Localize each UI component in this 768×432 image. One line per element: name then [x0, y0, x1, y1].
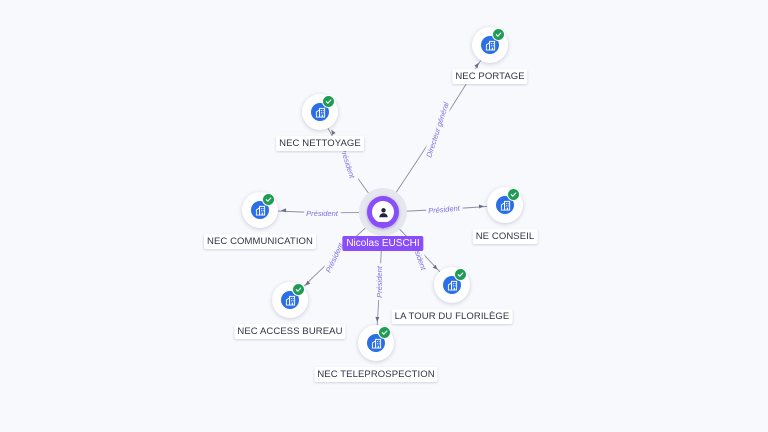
- active-status-badge: [507, 188, 520, 201]
- edge-label-background: [425, 202, 464, 217]
- company-icon-badge: [481, 36, 499, 54]
- edge-role-label: Président: [338, 146, 357, 180]
- person-icon: [378, 207, 388, 217]
- company-name-label[interactable]: NEC PORTAGE: [452, 69, 528, 84]
- check-icon: [495, 32, 502, 37]
- edge-arrow-ne-conseil: [478, 204, 485, 209]
- active-status-badge: [454, 268, 467, 281]
- edge-label-background: [304, 207, 341, 219]
- company-circle[interactable]: [472, 27, 508, 63]
- building-icon: [371, 338, 381, 349]
- check-icon: [381, 330, 388, 335]
- building-icon: [485, 40, 495, 51]
- active-status-badge: [292, 283, 305, 296]
- company-icon-badge: [311, 103, 329, 121]
- active-status-badge: [322, 95, 335, 108]
- company-name-label[interactable]: NEC NETTOYAGE: [276, 136, 364, 151]
- company-circle[interactable]: [302, 94, 338, 130]
- person-pin[interactable]: [367, 196, 399, 229]
- company-circle[interactable]: [487, 187, 523, 223]
- edge-label-background: [422, 98, 453, 161]
- edge-role-label: Directeur général: [424, 101, 450, 159]
- company-name-label[interactable]: NEC TELEPROSPECTION: [314, 367, 438, 382]
- edge-arrow-nec-teleprospection: [375, 316, 380, 323]
- company-icon-badge: [496, 196, 514, 214]
- active-status-badge: [378, 326, 391, 339]
- company-name-label[interactable]: LA TOUR DU FLORILÈGE: [391, 309, 513, 324]
- company-icon-badge: [443, 276, 461, 294]
- check-icon: [510, 192, 517, 197]
- company-circle[interactable]: [358, 325, 394, 361]
- check-icon: [325, 99, 332, 104]
- company-name-label[interactable]: NEC ACCESS BUREAU: [234, 324, 346, 339]
- edge-role-label: Président: [428, 204, 461, 216]
- edge-arrow-la-tour-du-florilege: [432, 264, 438, 270]
- edge-label-group-nec-communication: Président: [304, 207, 341, 219]
- edge-arrow-nec-nettoyage: [331, 129, 336, 136]
- company-name-label[interactable]: NEC COMMUNICATION: [203, 234, 317, 249]
- edge-arrow-nec-communication: [280, 208, 287, 213]
- edge-label-background: [322, 238, 348, 277]
- company-name-label[interactable]: NE CONSEIL: [472, 229, 538, 244]
- company-icon-badge: [367, 334, 385, 352]
- active-status-badge: [492, 28, 505, 41]
- edge-label-background: [336, 144, 359, 183]
- edge-label-group-nec-portage: Directeur général: [422, 98, 453, 161]
- check-icon: [457, 272, 464, 277]
- company-icon-badge: [281, 291, 299, 309]
- company-circle[interactable]: [272, 282, 308, 318]
- building-icon: [500, 200, 510, 211]
- active-status-badge: [262, 193, 275, 206]
- edge-label-group-ne-conseil: Président: [425, 202, 464, 217]
- company-circle[interactable]: [434, 267, 470, 303]
- center-person-label[interactable]: Nicolas EUSCHI: [342, 236, 424, 251]
- building-icon: [255, 205, 265, 216]
- check-icon: [265, 197, 272, 202]
- building-icon: [447, 280, 457, 291]
- edge-role-label: Président: [306, 209, 339, 218]
- edge-arrow-nec-portage: [474, 62, 479, 68]
- building-icon: [315, 107, 325, 118]
- edge-label-background: [373, 263, 385, 300]
- edge-arrow-nec-access-bureau: [305, 280, 311, 286]
- edge-label-group-nec-teleprospection: Président: [373, 263, 385, 300]
- building-icon: [285, 295, 295, 306]
- check-icon: [295, 287, 302, 292]
- company-icon-badge: [251, 201, 269, 219]
- edge-role-label: Président: [375, 265, 384, 298]
- company-circle[interactable]: [242, 192, 278, 228]
